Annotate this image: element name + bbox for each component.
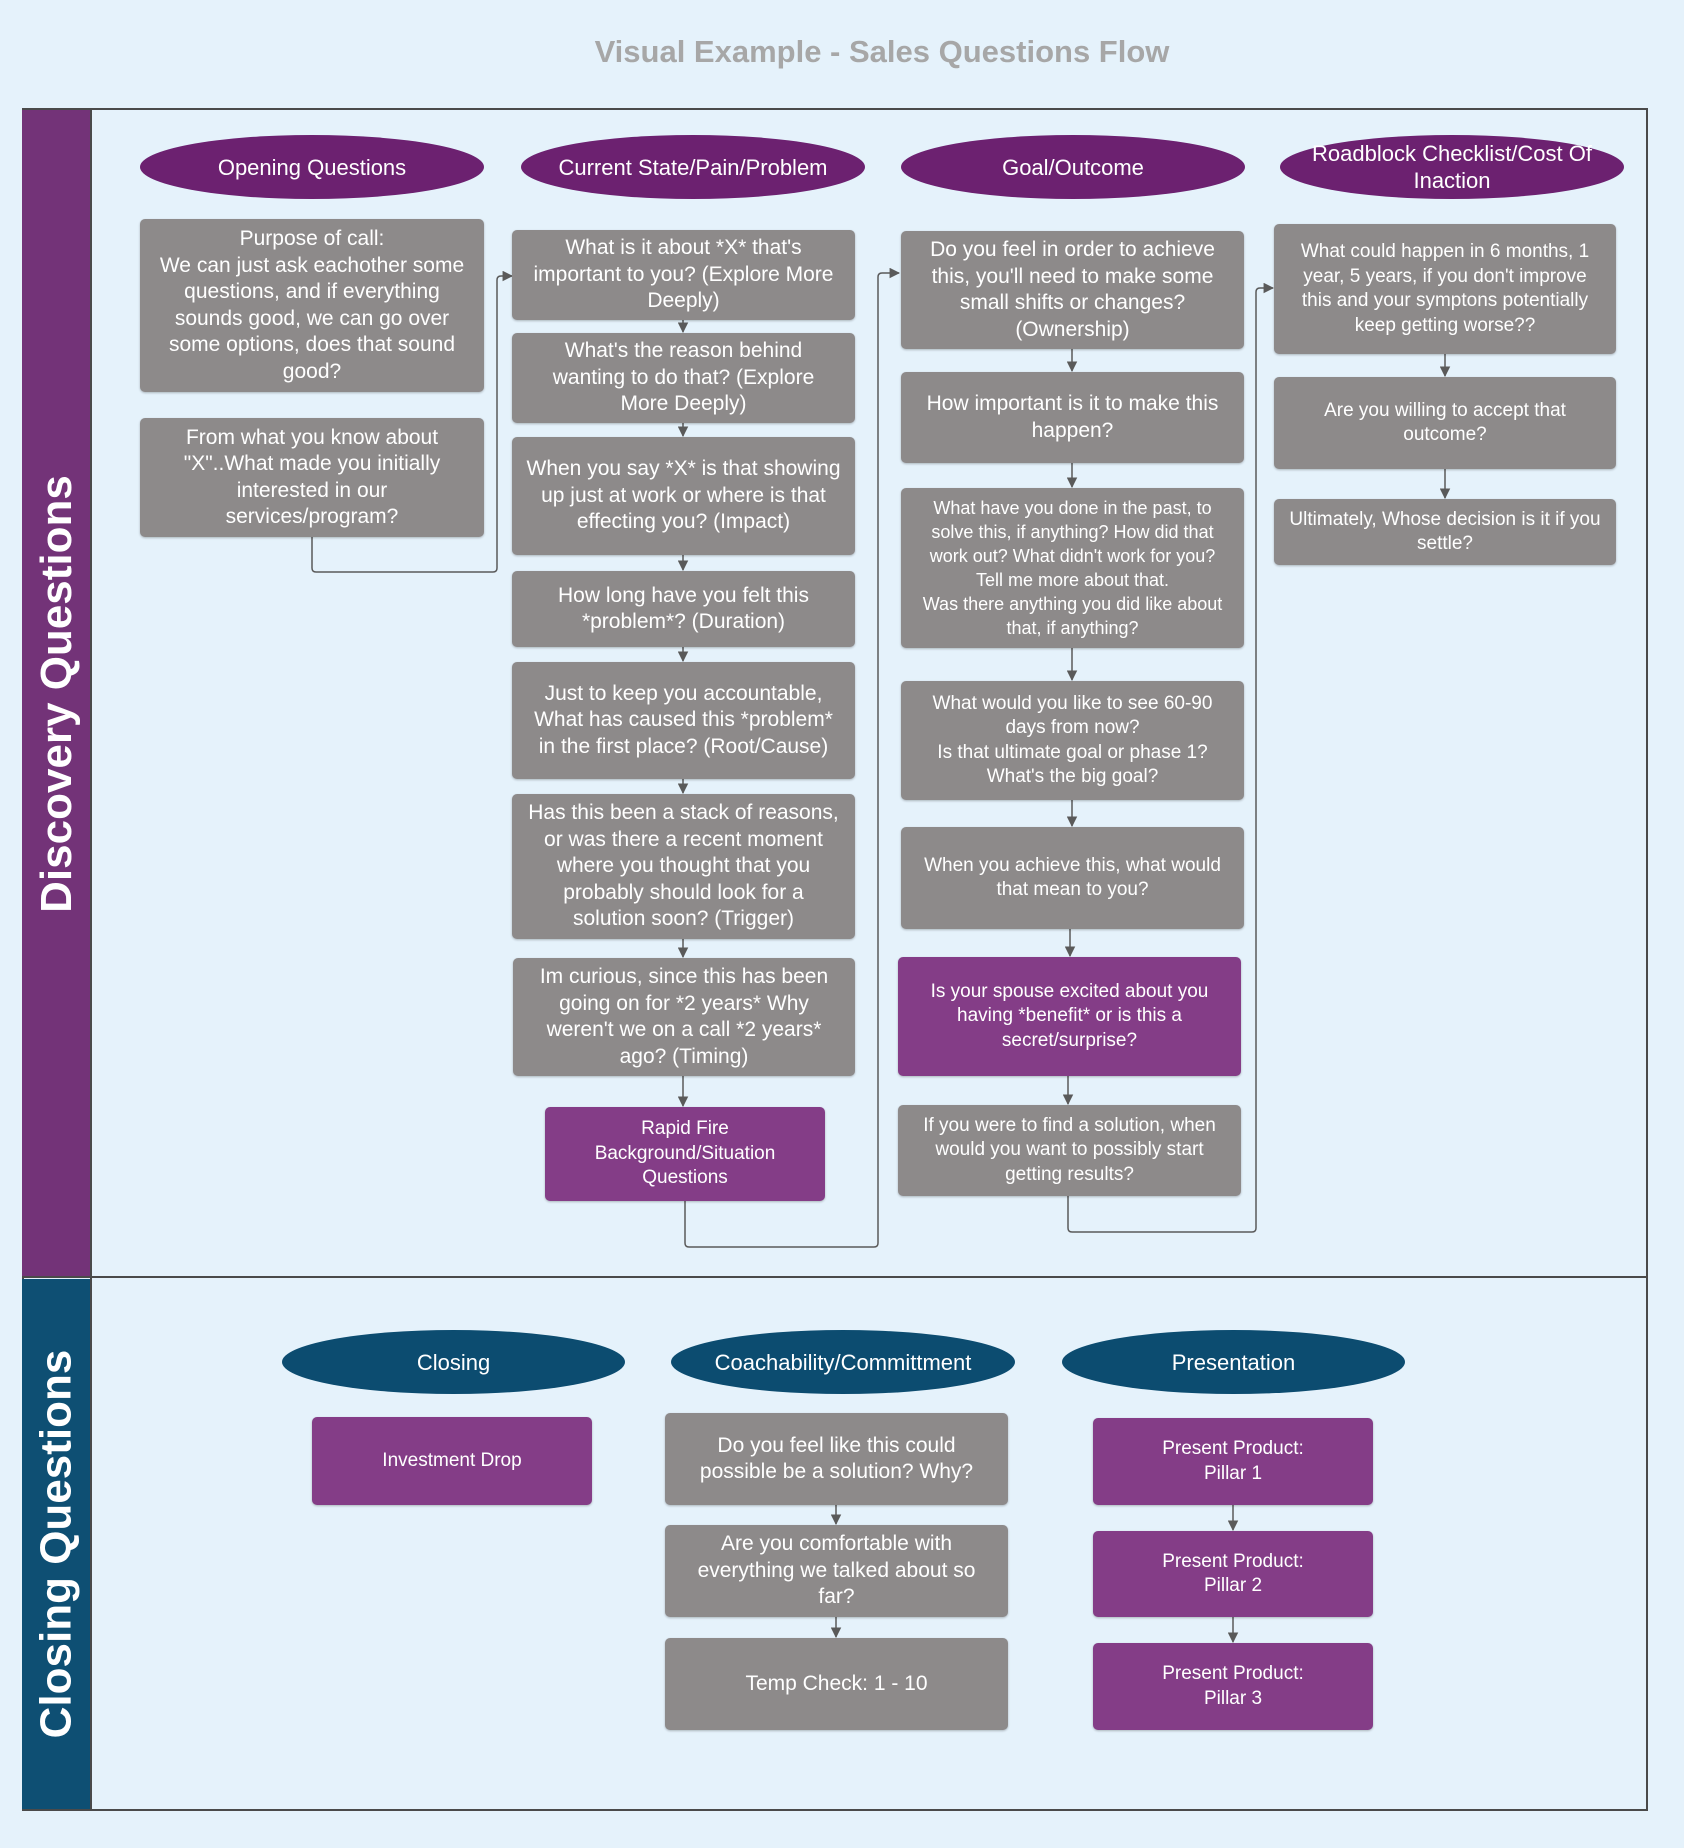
closing-lane-label: Closing Questions: [22, 1279, 91, 1809]
current-state-question: Just to keep you accountable, What has c…: [512, 662, 855, 779]
rapid-fire-questions-box: Rapid Fire Background/Situation Question…: [545, 1107, 825, 1201]
temp-check-box: Temp Check: 1 - 10: [665, 1638, 1008, 1730]
present-product-pillar: Present Product: Pillar 1: [1093, 1418, 1373, 1505]
current-state-question: Im curious, since this has been going on…: [513, 958, 855, 1076]
header-current-state: Current State/Pain/Problem: [521, 135, 865, 199]
roadblock-question: Ultimately, Whose decision is it if you …: [1274, 499, 1616, 565]
goal-question: How important is it to make this happen?: [901, 372, 1244, 463]
present-product-pillar: Present Product: Pillar 3: [1093, 1643, 1373, 1730]
goal-question: Do you feel in order to achieve this, yo…: [901, 231, 1244, 349]
header-presentation: Presentation: [1062, 1330, 1405, 1394]
investment-drop-box: Investment Drop: [312, 1417, 592, 1505]
header-opening-questions: Opening Questions: [140, 135, 484, 199]
coachability-question: Are you comfortable with everything we t…: [665, 1525, 1008, 1617]
header-closing: Closing: [282, 1330, 625, 1394]
goal-question: When you achieve this, what would that m…: [901, 827, 1244, 929]
header-coachability: Coachability/Committment: [671, 1330, 1015, 1394]
lane-divider: [22, 1276, 1648, 1278]
current-state-question: What is it about *X* that's important to…: [512, 230, 855, 320]
discovery-lane-label: Discovery Questions: [22, 110, 91, 1277]
page-title: Visual Example - Sales Questions Flow: [594, 34, 1170, 69]
roadblock-question: Are you willing to accept that outcome?: [1274, 377, 1616, 469]
header-roadblock: Roadblock Checklist/Cost Of Inaction: [1280, 135, 1624, 199]
opening-question: From what you know about "X"..What made …: [140, 418, 484, 537]
coachability-question: Do you feel like this could possible be …: [665, 1413, 1008, 1505]
current-state-question: When you say *X* is that showing up just…: [512, 437, 855, 555]
spouse-question-box: Is your spouse excited about you having …: [898, 957, 1241, 1076]
roadblock-question: What could happen in 6 months, 1 year, 5…: [1274, 224, 1616, 354]
present-product-pillar: Present Product: Pillar 2: [1093, 1531, 1373, 1617]
current-state-question: What's the reason behind wanting to do t…: [512, 333, 855, 423]
goal-question: What would you like to see 60-90 days fr…: [901, 681, 1244, 800]
opening-question: Purpose of call: We can just ask eachoth…: [140, 219, 484, 392]
current-state-question: Has this been a stack of reasons, or was…: [512, 794, 855, 939]
lane-label-separator: [90, 108, 92, 1811]
goal-question: What have you done in the past, to solve…: [901, 488, 1244, 648]
header-goal-outcome: Goal/Outcome: [901, 135, 1245, 199]
goal-question: If you were to find a solution, when wou…: [898, 1105, 1241, 1196]
current-state-question: How long have you felt this *problem*? (…: [512, 571, 855, 647]
